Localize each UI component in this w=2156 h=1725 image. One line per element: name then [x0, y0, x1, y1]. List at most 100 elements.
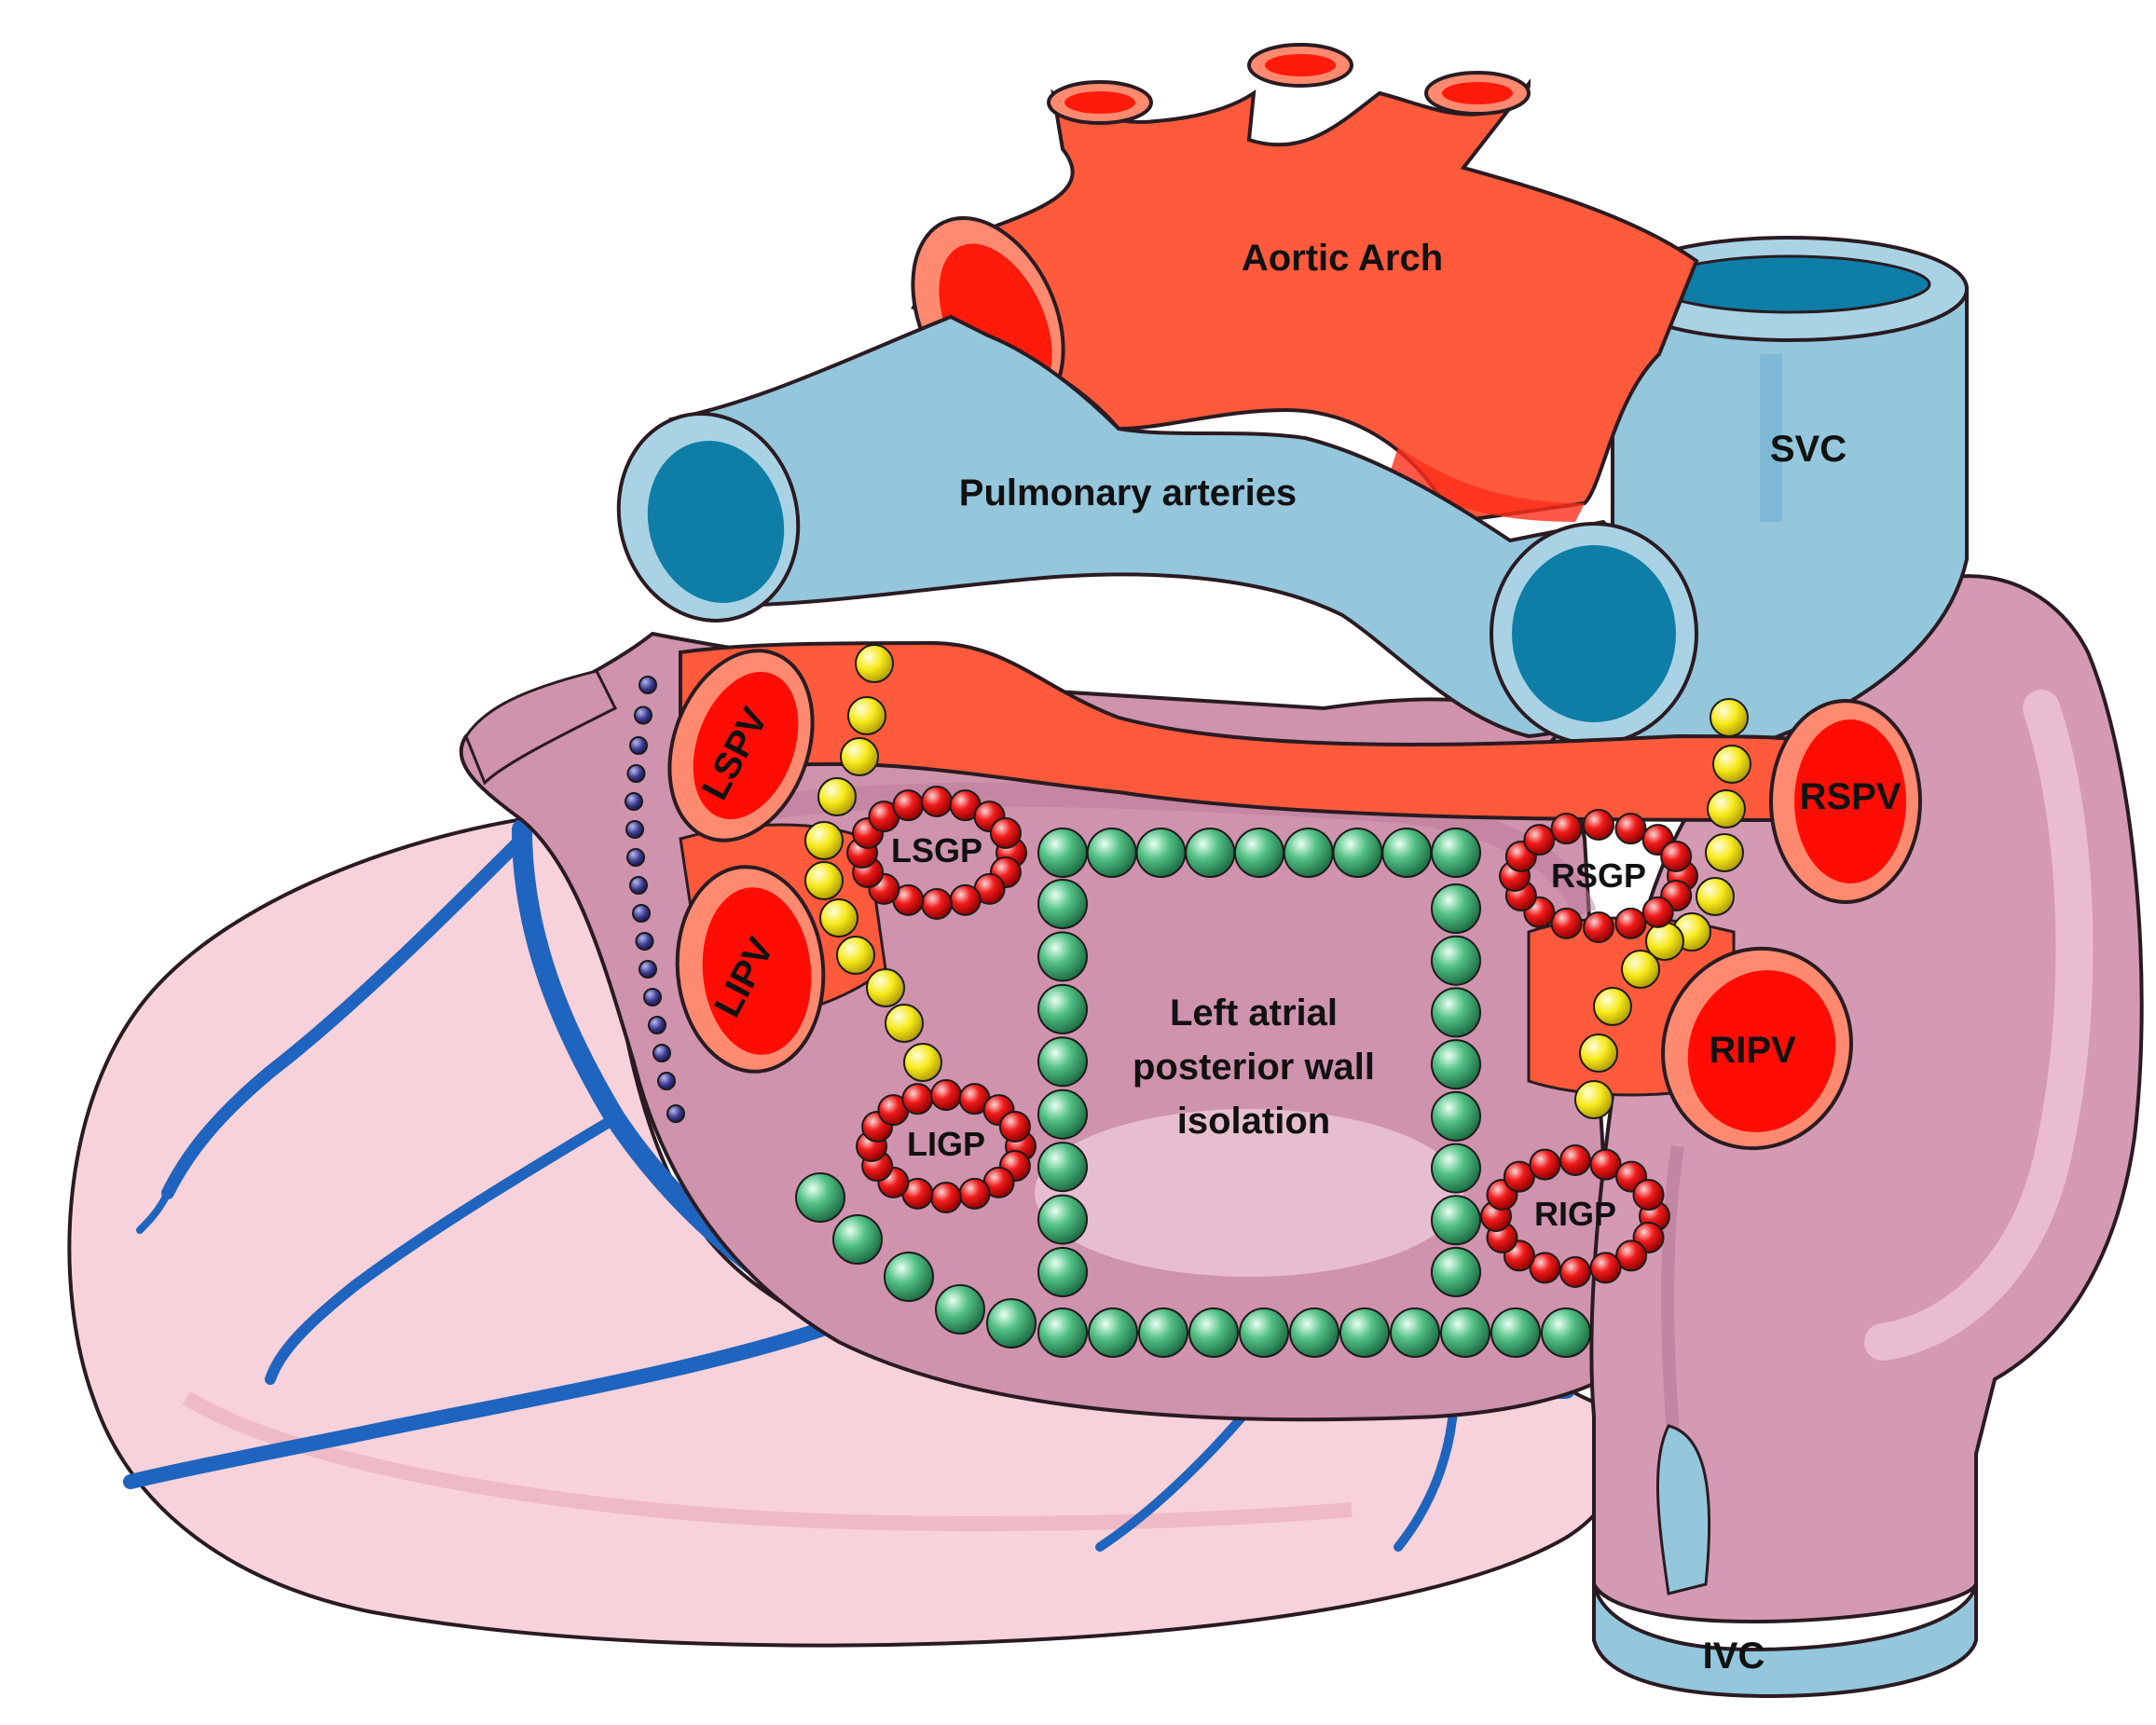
pulmonary-arteries — [616, 314, 1698, 746]
red-dot — [958, 1177, 991, 1210]
green-dot — [1037, 1194, 1088, 1245]
green-dot — [1541, 1307, 1591, 1358]
purple-dot — [639, 960, 657, 979]
green-dot — [1381, 828, 1433, 878]
svc-label: SVC — [1770, 429, 1847, 470]
yellow-dot — [1696, 877, 1735, 916]
yellow-dot — [804, 861, 844, 900]
yellow-dot — [866, 968, 905, 1007]
posterior-wall-label-line3: isolation — [1177, 1101, 1330, 1142]
purple-dot — [625, 792, 643, 811]
green-dot — [1431, 1090, 1481, 1142]
green-dot — [884, 1252, 934, 1302]
green-dot — [795, 1172, 845, 1223]
green-dot — [1239, 1307, 1289, 1358]
purple-dot — [634, 705, 652, 725]
red-dot — [930, 1079, 962, 1111]
yellow-dot — [819, 898, 858, 938]
green-dot — [1283, 828, 1334, 878]
purple-dot — [635, 932, 654, 951]
purple-dot — [639, 676, 657, 694]
yellow-dot — [885, 1004, 924, 1043]
ligp-label: LIGP — [907, 1125, 985, 1163]
green-dot — [935, 1284, 985, 1335]
yellow-dot — [804, 821, 844, 860]
red-dot — [1529, 1148, 1561, 1181]
green-dot — [1037, 1247, 1088, 1297]
purple-dot — [652, 1044, 671, 1062]
aortic-arch-label: Aortic Arch — [1242, 238, 1443, 279]
red-dot — [1529, 1252, 1561, 1284]
ripv-label: RIPV — [1709, 1030, 1796, 1071]
green-dot — [1390, 1307, 1440, 1358]
green-dot — [1431, 1195, 1481, 1246]
red-dot — [1660, 840, 1693, 872]
red-dot — [998, 1110, 1031, 1143]
red-dot — [1559, 1256, 1591, 1288]
green-dot — [1431, 883, 1481, 934]
green-dot — [1431, 828, 1481, 878]
red-dot — [921, 888, 953, 920]
red-dot — [1503, 1160, 1535, 1193]
green-dot — [1188, 1307, 1239, 1358]
green-dot — [1440, 1307, 1490, 1358]
red-dot — [1615, 1239, 1648, 1272]
purple-dot — [657, 1072, 676, 1090]
purple-dot — [626, 764, 646, 783]
purple-dot — [629, 876, 648, 895]
red-dot — [1550, 907, 1583, 939]
green-dot — [1138, 1307, 1188, 1358]
purple-dot — [643, 988, 662, 1006]
yellow-dot — [1593, 987, 1632, 1026]
red-dot — [901, 1083, 934, 1116]
ivc — [1592, 1424, 1978, 1699]
green-dot — [1234, 828, 1284, 878]
red-dot — [1523, 824, 1556, 856]
pulmonary-vein-isolation-dots — [804, 644, 1751, 1119]
green-dot — [1289, 1307, 1339, 1358]
green-dot — [1037, 828, 1088, 878]
green-dot — [1431, 1247, 1481, 1297]
green-dot — [1088, 1307, 1138, 1358]
purple-dot — [629, 736, 648, 755]
green-dot — [1037, 983, 1088, 1034]
red-dot — [1614, 813, 1647, 845]
green-dot — [1431, 987, 1481, 1038]
purple-dot — [648, 1016, 666, 1034]
green-dot — [1037, 1088, 1088, 1140]
green-dot — [1339, 1307, 1390, 1358]
posterior-wall-isolation-dots — [795, 828, 1591, 1358]
red-dot — [1583, 911, 1614, 943]
rigp-label: RIGP — [1534, 1195, 1616, 1233]
green-dot — [1037, 931, 1088, 982]
ligament-of-marshall-dots — [625, 676, 685, 1123]
red-dot — [1641, 896, 1674, 928]
green-dot — [1431, 1143, 1481, 1194]
green-dot — [1135, 828, 1187, 878]
green-dot — [1037, 1142, 1088, 1193]
yellow-dot — [836, 936, 875, 975]
green-dot — [1037, 1036, 1088, 1088]
red-dot — [1632, 1179, 1665, 1212]
green-dot — [1086, 828, 1137, 878]
ganglionated-plexi-dots — [846, 786, 1698, 1288]
red-dot — [930, 1182, 962, 1213]
red-dot — [1583, 809, 1614, 841]
green-dot — [1037, 1307, 1088, 1358]
rsgp-label: RSGP — [1551, 856, 1646, 895]
red-dot — [921, 786, 953, 817]
posterior-wall-label-line1: Left atrial — [1170, 993, 1338, 1034]
lsgp-label: LSGP — [891, 831, 982, 869]
pulmonary-arteries-label: Pulmonary arteries — [959, 472, 1297, 513]
rspv-label: RSPV — [1800, 776, 1902, 817]
ivc-label: IVC — [1703, 1636, 1765, 1677]
red-dot — [1559, 1144, 1591, 1176]
yellow-dot — [1707, 789, 1746, 828]
red-dot — [1589, 1148, 1622, 1181]
green-dot — [1490, 1307, 1541, 1358]
purple-dot — [632, 904, 651, 923]
posterior-wall-label-line2: posterior wall — [1133, 1047, 1375, 1088]
red-dot — [989, 816, 1022, 849]
